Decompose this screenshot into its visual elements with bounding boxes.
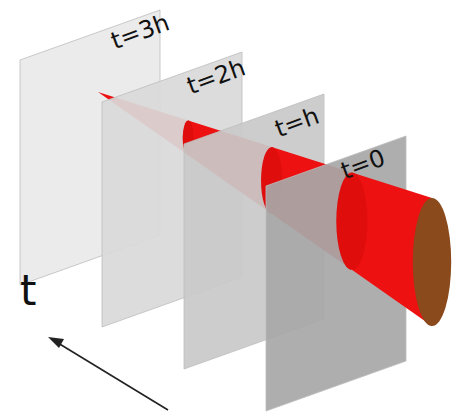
cone-segment <box>336 173 451 326</box>
cone-cross-section <box>336 173 367 270</box>
time-axis <box>58 343 168 410</box>
cone-base <box>413 198 451 326</box>
time-axis-arrowhead <box>48 337 64 348</box>
axis-label: t <box>20 270 36 312</box>
